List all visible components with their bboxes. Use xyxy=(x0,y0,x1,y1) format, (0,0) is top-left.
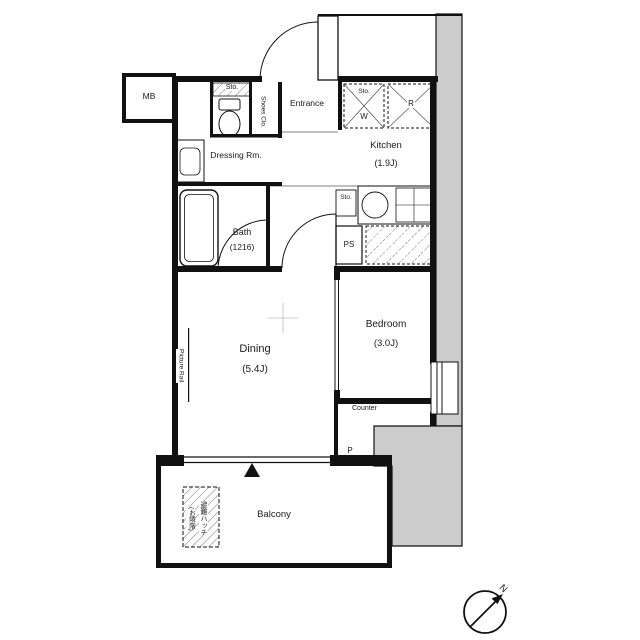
toilet-bowl xyxy=(218,110,241,138)
bedroom-size-label: (3.0J) xyxy=(373,338,399,349)
dressing-room-label: Dressing Rm. xyxy=(210,150,262,160)
balcony-label: Balcony xyxy=(257,509,291,520)
evac-hatch-label-1: 避難ハッチ xyxy=(199,500,209,536)
storage-toilet-label: Sto. xyxy=(224,84,240,91)
shoes-closet-label: Shoes Clo. xyxy=(259,96,267,128)
picture-rail-label: Picture Rail xyxy=(176,349,186,383)
washer-storage-label: Sto. xyxy=(357,88,371,95)
toilet-tank xyxy=(218,98,241,111)
inner-walls xyxy=(172,82,436,455)
mb-box xyxy=(122,73,176,123)
balcony-window xyxy=(184,456,330,477)
hall-door-arc xyxy=(281,213,337,269)
kitchen-size-label: (1.9J) xyxy=(374,158,398,168)
bath-door-arc xyxy=(217,219,269,271)
pillar-label: P xyxy=(347,446,353,455)
compass-arrowhead xyxy=(491,594,503,604)
pipe-space-label: PS xyxy=(343,240,355,249)
washer-label: W xyxy=(359,112,369,121)
interior-doors xyxy=(217,213,337,271)
direction-triangle xyxy=(244,463,260,477)
counter-label: Counter xyxy=(352,405,377,412)
entrance-exterior xyxy=(259,14,462,81)
dining-center-mark xyxy=(268,303,298,333)
mb-label: MB xyxy=(142,91,156,101)
fixtures xyxy=(175,82,435,267)
entrance-door-arc xyxy=(259,21,319,81)
balcony-structure xyxy=(156,466,392,568)
evac-hatch-label-2: (お隣階) xyxy=(186,507,196,531)
bath-label: Bath xyxy=(232,227,252,237)
sliding-partition xyxy=(334,272,340,398)
neighbor-mass xyxy=(373,13,463,547)
refrigerator-label: R xyxy=(407,99,415,108)
picture-rail-line xyxy=(188,328,190,402)
compass xyxy=(463,590,507,634)
compass-needle xyxy=(469,600,497,628)
entrance-label: Entrance xyxy=(289,98,325,108)
dining-label: Dining xyxy=(239,343,271,355)
kitchen-label: Kitchen xyxy=(370,140,402,151)
kitchen-storage-label: Sto. xyxy=(339,194,353,201)
bedroom-window xyxy=(430,361,459,415)
sink xyxy=(361,191,389,219)
entrance-door-panel xyxy=(317,15,339,81)
dining-size-label: (5.4J) xyxy=(242,364,268,375)
pipe-space-box xyxy=(335,225,363,265)
bedroom-label: Bedroom xyxy=(365,319,407,330)
hatched-counter xyxy=(365,225,435,265)
bath-size-label: (1216) xyxy=(229,242,255,252)
